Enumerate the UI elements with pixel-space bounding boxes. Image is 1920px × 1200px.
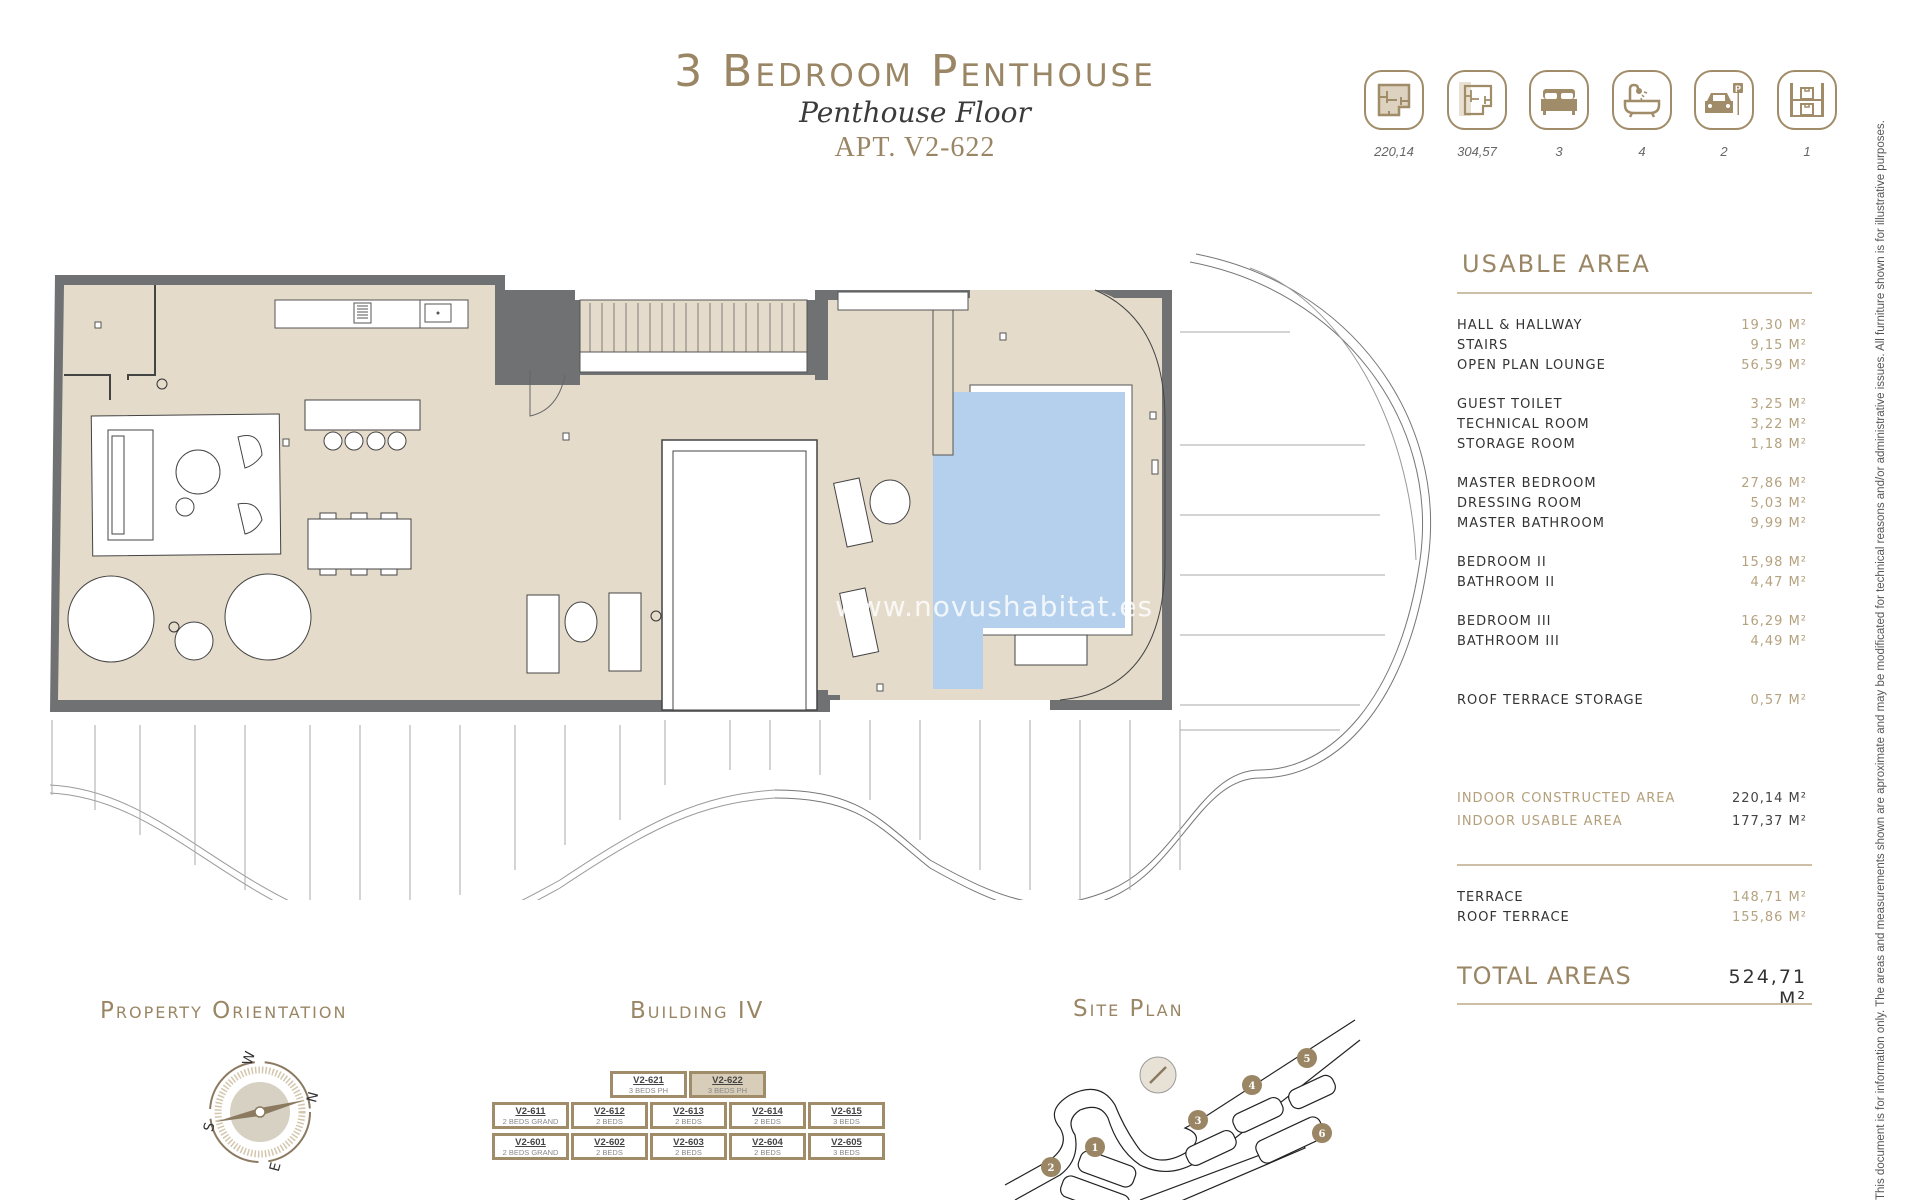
kpi-built-area: 220,14	[1364, 70, 1424, 159]
kpi-storage: 1	[1777, 70, 1837, 159]
floor-plan	[49, 253, 1432, 900]
svg-text:4: 4	[1249, 1081, 1256, 1092]
page-title: 3 Bedroom Penthouse	[674, 46, 1156, 97]
building-title: Building IV	[630, 998, 765, 1024]
svg-text:E: E	[267, 1161, 285, 1174]
kpi-bathrooms: 4	[1612, 70, 1672, 159]
svg-text:3: 3	[1195, 1116, 1202, 1127]
svg-text:6: 6	[1319, 1129, 1326, 1140]
svg-text:W: W	[240, 1049, 259, 1067]
svg-text:1: 1	[1092, 1143, 1099, 1154]
kpi-bedrooms: 3	[1529, 70, 1589, 159]
watermark: www.novushabitat.es	[835, 590, 1154, 623]
built-area-icon	[1364, 70, 1424, 130]
built-area-value: 220,14	[1374, 144, 1414, 159]
total-area-icon	[1447, 70, 1507, 130]
disclaimer-text: This document is for information only. T…	[1875, 120, 1887, 1200]
divider	[1457, 292, 1812, 294]
divider	[1457, 864, 1812, 866]
apartment-number: APT. V2-622	[834, 132, 996, 163]
storage-value: 1	[1803, 144, 1811, 159]
svg-text:N: N	[304, 1090, 322, 1104]
kpi-total-area: 304,57	[1447, 70, 1507, 159]
bedrooms-value: 3	[1555, 144, 1563, 159]
storage-icon	[1777, 70, 1837, 130]
svg-text:P: P	[1735, 84, 1741, 94]
parking-value: 2	[1720, 144, 1728, 159]
site-plan-map: 1 2 3 4 5 6	[1004, 1019, 1361, 1200]
bathrooms-value: 4	[1638, 144, 1646, 159]
divider	[1457, 1003, 1812, 1005]
kpi-parking: P 2	[1694, 70, 1754, 159]
bathtub-icon	[1612, 70, 1672, 130]
parking-icon: P	[1694, 70, 1754, 130]
total-areas-label: TOTAL AREAS	[1457, 962, 1632, 990]
compass-icon: W N S E	[201, 1049, 322, 1174]
svg-text:2: 2	[1048, 1163, 1055, 1174]
svg-text:5: 5	[1304, 1054, 1311, 1065]
site-plan-title: Site Plan	[1073, 996, 1184, 1022]
orientation-title: Property Orientation	[100, 998, 348, 1024]
bed-icon	[1529, 70, 1589, 130]
total-area-value: 304,57	[1457, 144, 1497, 159]
floor-subtitle: Penthouse Floor	[799, 96, 1031, 129]
svg-text:S: S	[201, 1121, 219, 1134]
usable-area-title: USABLE AREA	[1462, 250, 1651, 278]
